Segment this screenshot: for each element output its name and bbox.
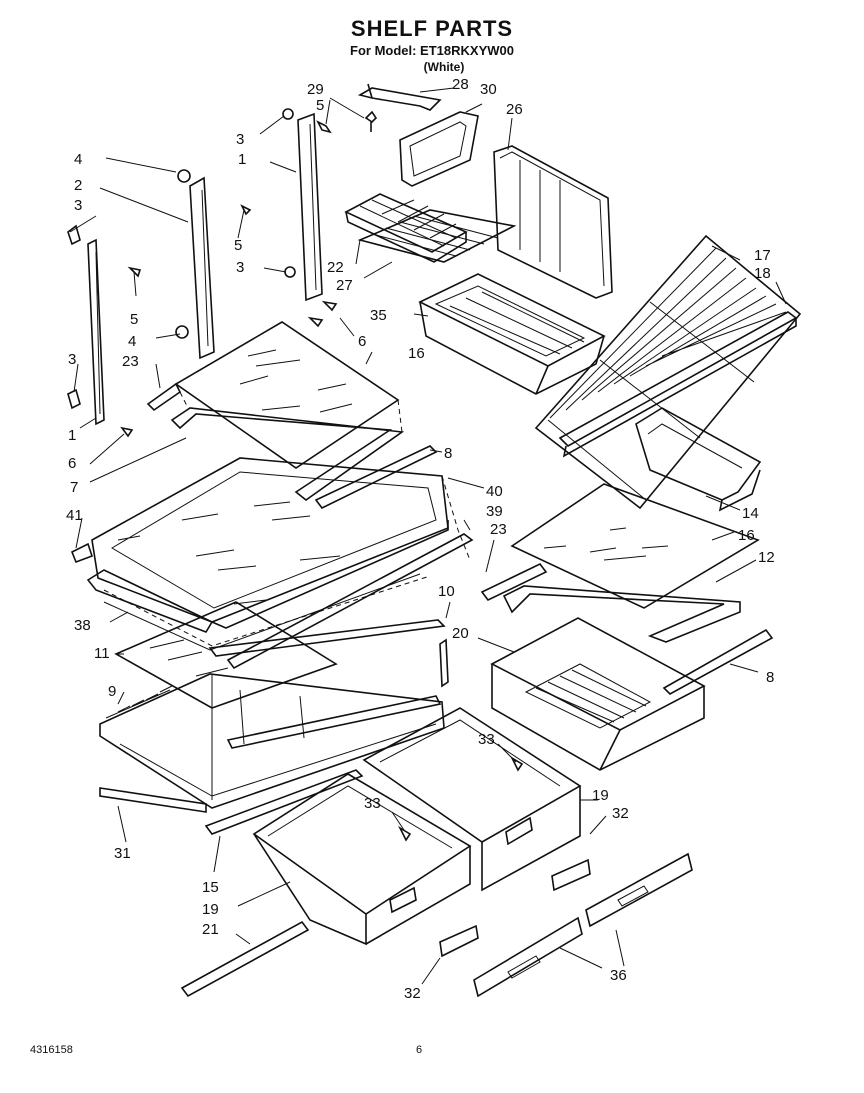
crisper-drawer-right bbox=[362, 707, 582, 892]
callout-2: 2 bbox=[74, 177, 82, 194]
glass-frame-30 bbox=[399, 111, 479, 187]
callout-3-upper: 3 bbox=[236, 131, 244, 148]
callout-40: 40 bbox=[486, 483, 503, 500]
callout-4-low: 4 bbox=[128, 333, 136, 350]
callout-16-upper: 16 bbox=[408, 345, 425, 362]
handle-bracket-32-lower bbox=[439, 924, 479, 958]
callout-19-right: 19 bbox=[592, 787, 609, 804]
large-wire-shelf-17 bbox=[534, 234, 802, 510]
callout-5-low: 5 bbox=[130, 311, 138, 328]
page-number: 6 bbox=[416, 1044, 423, 1056]
model-line: For Model: ET18RKXYW00 bbox=[350, 43, 514, 58]
callout-29: 29 bbox=[307, 81, 324, 98]
callout-12: 12 bbox=[758, 549, 775, 566]
rail-21 bbox=[180, 920, 310, 998]
page-title: SHELF PARTS bbox=[350, 16, 514, 41]
crisper-cover-11 bbox=[114, 601, 338, 709]
callout-11: 11 bbox=[94, 645, 110, 662]
callout-35: 35 bbox=[370, 307, 387, 324]
callout-5-mid: 5 bbox=[234, 237, 242, 254]
callout-41: 41 bbox=[66, 507, 83, 524]
callout-38: 38 bbox=[74, 617, 91, 634]
shelf-ladder-left bbox=[87, 238, 105, 426]
handle-bracket-32-upper bbox=[551, 858, 591, 892]
glass-shelf-16-lower bbox=[510, 483, 760, 609]
rail-15 bbox=[204, 769, 364, 835]
callout-5-top: 5 bbox=[316, 97, 324, 114]
shelf-frame-38 bbox=[86, 569, 431, 651]
callout-33-left: 33 bbox=[364, 795, 381, 812]
fastener-parts bbox=[67, 108, 338, 438]
screw-part-5-top bbox=[316, 120, 332, 134]
callout-3-left: 3 bbox=[74, 197, 82, 214]
callout-26: 26 bbox=[506, 101, 523, 118]
callout-1-upper: 1 bbox=[238, 151, 246, 168]
callout-32-upper: 32 bbox=[612, 805, 629, 822]
leader-lines bbox=[69, 87, 787, 985]
color-line: (White) bbox=[423, 60, 465, 74]
callout-8-lower: 8 bbox=[766, 669, 774, 686]
callout-30: 30 bbox=[480, 81, 497, 98]
shelf-frame-12 bbox=[480, 562, 741, 643]
callout-14: 14 bbox=[742, 505, 759, 522]
callout-6-upper: 6 bbox=[358, 333, 366, 350]
crisper-frame-9 bbox=[99, 619, 449, 809]
callout-7: 7 bbox=[70, 479, 78, 496]
crisper-drawer-left bbox=[252, 773, 472, 946]
trim-bar-8-lower bbox=[662, 628, 774, 695]
callout-8-upper: 8 bbox=[444, 445, 452, 462]
callout-9: 9 bbox=[108, 683, 116, 700]
bin-14 bbox=[635, 407, 762, 512]
trim-bar-8-upper bbox=[314, 445, 438, 510]
ice-bin-tray-26 bbox=[493, 145, 613, 299]
callout-22: 22 bbox=[327, 259, 344, 276]
callout-6-lower: 6 bbox=[68, 455, 76, 472]
handle-part bbox=[357, 83, 442, 111]
callout-36: 36 bbox=[610, 967, 627, 984]
callout-18: 18 bbox=[754, 265, 771, 282]
glass-shelf-16-upper bbox=[146, 321, 405, 502]
callout-10: 10 bbox=[438, 583, 455, 600]
callout-33-right: 33 bbox=[478, 731, 495, 748]
callout-15: 15 bbox=[202, 879, 219, 896]
glass-shelf-40 bbox=[70, 457, 471, 629]
callout-17: 17 bbox=[754, 247, 771, 264]
callout-31: 31 bbox=[114, 845, 131, 862]
screw-part-29 bbox=[364, 110, 378, 132]
rail-31 bbox=[99, 787, 207, 813]
shelf-trim-18 bbox=[558, 311, 798, 458]
callout-labels: 29 28 30 26 5 3 1 4 2 3 5 3 22 27 17 18 … bbox=[66, 76, 775, 1002]
crisper-pan-20 bbox=[490, 617, 706, 771]
shelf-ladder-right bbox=[297, 112, 323, 302]
drawer-handle-36-upper bbox=[585, 852, 693, 928]
callout-20: 20 bbox=[452, 625, 469, 642]
callout-23-lower: 23 bbox=[490, 521, 507, 538]
drawer-handle-36-lower bbox=[473, 916, 583, 998]
pan-35 bbox=[418, 273, 606, 395]
callout-27: 27 bbox=[336, 277, 353, 294]
callout-32-lower: 32 bbox=[404, 985, 421, 1002]
callout-39: 39 bbox=[486, 503, 503, 520]
callout-4-upper: 4 bbox=[74, 151, 82, 168]
callout-3-lower: 3 bbox=[68, 351, 76, 368]
callout-28: 28 bbox=[452, 76, 469, 93]
trim-bar-39 bbox=[226, 533, 474, 670]
document-number: 4316158 bbox=[30, 1044, 73, 1056]
wire-shelf-27 bbox=[357, 209, 517, 263]
callout-1-lower: 1 bbox=[68, 427, 76, 444]
callout-3-mid: 3 bbox=[236, 259, 244, 276]
ice-cube-tray-22 bbox=[344, 193, 468, 263]
callout-23-upper: 23 bbox=[122, 353, 139, 370]
shelf-ladder-middle bbox=[189, 176, 215, 360]
callout-16-lower: 16 bbox=[738, 527, 755, 544]
callout-19-left: 19 bbox=[202, 901, 219, 918]
callout-21: 21 bbox=[202, 921, 219, 938]
